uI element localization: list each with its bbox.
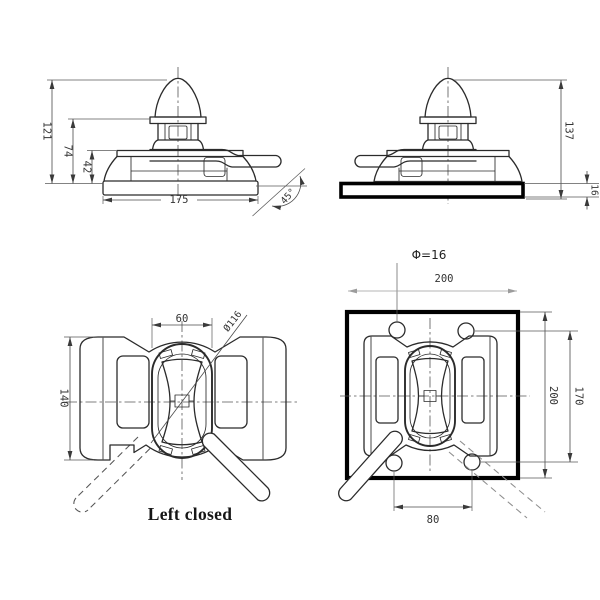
dim-base-width: 175: [170, 194, 189, 206]
latch-detail: [400, 157, 423, 177]
platform: [386, 149, 510, 158]
view-side-elevation: 137 16: [339, 67, 600, 210]
side-slot-right: [461, 356, 485, 424]
extension-line: [475, 330, 578, 463]
angle-chamfer-line: [252, 168, 306, 217]
body-outline: [363, 335, 498, 457]
body-edge-lines: [102, 337, 264, 460]
body-inner-lines: [130, 156, 228, 182]
body-edge-lines: [370, 336, 491, 456]
center-opening: [151, 343, 213, 459]
side-slot-left: [375, 356, 399, 424]
dim-hole-pitch-horizontal: 80: [427, 514, 440, 526]
dim-total-height: 121: [41, 122, 53, 141]
dim-hole-pitch-vertical: 170: [573, 387, 585, 406]
dim-total-height: 137: [563, 121, 575, 140]
center-opening-inner: [157, 353, 207, 449]
view-plan-mounting-plate: Φ=16 200 200 170 80: [338, 248, 585, 526]
handle-rod-right: [149, 148, 282, 168]
bolt-hole-bottom-right: [463, 453, 481, 471]
mounting-plate-section: [339, 181, 525, 199]
extension-line: [393, 471, 473, 511]
center-opening-inner: [409, 353, 451, 439]
dim-upper-height: 74: [62, 145, 74, 158]
neck-slot: [438, 125, 458, 140]
angle-arc: [271, 175, 305, 211]
side-slot-right: [214, 355, 248, 429]
neck-inner: [434, 123, 462, 141]
dim-head-width: 60: [176, 313, 189, 325]
base-plate: [102, 180, 259, 196]
view-plan-left-closed: 60 Ø116 140 Left closed: [58, 309, 298, 524]
platform: [116, 149, 244, 158]
head-flange: [149, 116, 207, 125]
handle-rod-left: [354, 148, 477, 168]
extension-line: [454, 79, 567, 200]
twistlock-cone-head: [154, 77, 202, 118]
dim-plate-thickness: 16: [589, 184, 600, 196]
shoulder: [421, 139, 475, 151]
handle-rod-closed: [201, 432, 271, 502]
handle-rod-closed: [338, 430, 403, 502]
head-flange: [419, 116, 477, 125]
body-flares: [103, 155, 257, 182]
neck-outer: [427, 122, 469, 141]
view-front-elevation: 121 74 42 175 45°: [41, 67, 307, 217]
body-inner-lines: [398, 156, 496, 182]
shoulder: [151, 139, 205, 151]
handle-ghost-open-position: [448, 440, 546, 519]
dim-plate-width: 200: [435, 273, 454, 285]
bolt-hole-top-right: [457, 322, 475, 340]
latch-detail: [203, 157, 226, 177]
body-outline: [79, 336, 287, 461]
neck-outer: [157, 122, 199, 141]
body-flares: [373, 155, 523, 183]
dim-lower-height: 42: [81, 161, 93, 174]
corner-lugs: [408, 349, 452, 443]
leader-boss-diameter: [150, 314, 248, 444]
neck-slot: [168, 125, 188, 140]
extension-line: [524, 183, 599, 198]
neck-inner: [164, 123, 192, 141]
handle-ghost-open-position: [73, 436, 151, 513]
dim-boss-diameter: Ø116: [222, 309, 245, 334]
corner-lugs: [158, 349, 206, 455]
view-caption: Left closed: [148, 504, 232, 524]
dim-body-length: 140: [58, 389, 70, 408]
dim-plate-height: 200: [547, 386, 559, 405]
side-slot-left: [116, 355, 150, 429]
dim-hole-diameter: Φ=16: [412, 248, 447, 262]
twistlock-cone-head: [424, 77, 472, 118]
bolt-hole-bottom-left: [385, 454, 403, 472]
